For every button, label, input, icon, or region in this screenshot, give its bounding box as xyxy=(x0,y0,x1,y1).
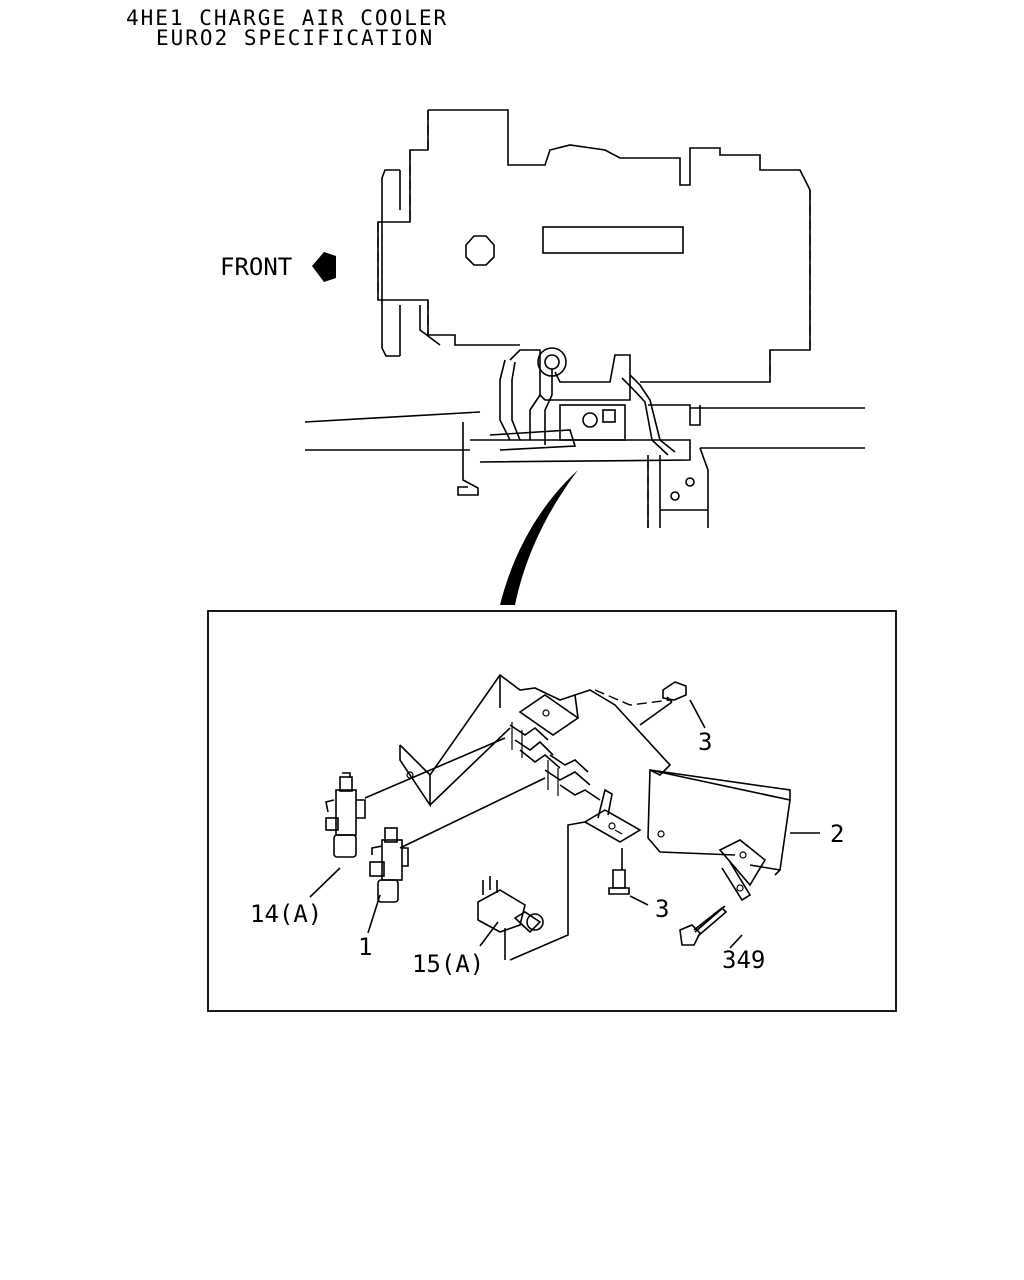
vsv-part-1 xyxy=(369,827,409,903)
leader-lines xyxy=(364,701,726,961)
callout-3-top: 3 xyxy=(698,728,712,756)
mounting-bracket xyxy=(399,673,791,902)
bolt-349 xyxy=(679,906,728,946)
bolt-3-top xyxy=(662,681,687,703)
engine-outline xyxy=(377,109,811,383)
diagram-subtitle: EURO2 SPECIFICATION xyxy=(156,26,435,50)
zoom-indicator xyxy=(500,470,578,605)
callout-2: 2 xyxy=(830,820,844,848)
callout-14a: 14(A) xyxy=(250,900,322,928)
callout-leaders xyxy=(309,699,820,949)
detail-view-frame xyxy=(207,610,897,1012)
callout-3-bottom: 3 xyxy=(655,895,669,923)
vsv-part-14a xyxy=(325,772,366,858)
callout-1: 1 xyxy=(358,933,372,961)
frame-and-pipes xyxy=(304,347,865,528)
front-label: FRONT xyxy=(220,253,292,281)
flange-plate xyxy=(583,788,642,843)
bracket-clamps xyxy=(509,722,601,801)
diagram-title: 4HE1 CHARGE AIR COOLER xyxy=(126,6,449,30)
arrow-left-icon xyxy=(312,252,336,282)
vsv-part-15a xyxy=(477,876,544,960)
bolt-3-bottom xyxy=(608,869,630,895)
callout-349: 349 xyxy=(722,946,765,974)
front-indicator: FRONT xyxy=(220,252,336,282)
callout-15a: 15(A) xyxy=(412,950,484,978)
